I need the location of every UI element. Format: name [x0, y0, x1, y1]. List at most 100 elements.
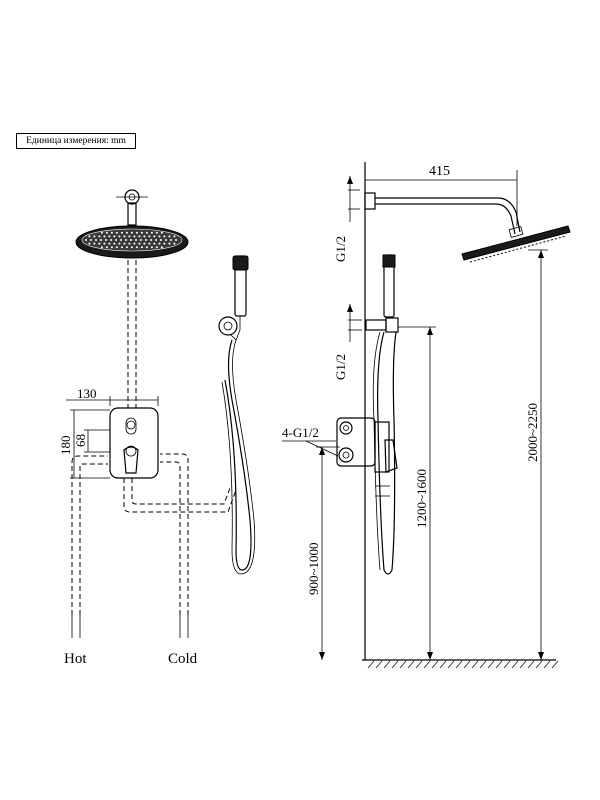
nozzle-dot [133, 242, 136, 245]
hand-shower-front [218, 255, 256, 575]
front-view: 130 180 68 H [58, 189, 256, 667]
hatch-line [471, 660, 479, 669]
nozzle-dot [120, 246, 123, 249]
nozzle-dot [173, 242, 176, 245]
hatch-line [455, 660, 463, 669]
nozzle-dot [140, 246, 143, 249]
hatch-line [431, 660, 439, 669]
nozzle-dot [138, 235, 141, 238]
rain-shower-head-side [461, 225, 571, 263]
nozzle-dot [105, 231, 108, 234]
nozzle-dot [135, 231, 138, 234]
nozzle-dot [130, 246, 133, 249]
hatch-line [511, 660, 519, 669]
shower-pipe-dashed [127, 260, 137, 408]
nozzle-dot [115, 239, 117, 241]
nozzle-dot [85, 239, 87, 241]
nozzle-dot [165, 239, 167, 241]
dim-valve-height-label: 900~1000 [306, 542, 321, 595]
hatch-line [375, 660, 383, 669]
nozzle-dot [145, 246, 148, 249]
nozzle-dot [155, 231, 158, 234]
nozzle-dot [155, 246, 158, 249]
nozzle-dot [125, 246, 128, 249]
nozzle-dot [170, 239, 172, 241]
nozzle-dot [108, 242, 111, 245]
nozzle-dot [163, 235, 166, 238]
dimension-valve-height: 900~1000 [306, 446, 340, 660]
nozzle-dot [173, 235, 176, 238]
hatch-line [399, 660, 407, 669]
nozzle-dot [150, 239, 152, 241]
nozzle-dot [125, 231, 128, 234]
thread-valve-label: 4-G1/2 [282, 425, 319, 440]
nozzle-dot [90, 239, 92, 241]
hatch-line [543, 660, 551, 669]
nozzle-dot [93, 235, 96, 238]
nozzle-dot [138, 242, 141, 245]
nozzle-dot [140, 239, 142, 241]
nozzle-dot [93, 242, 96, 245]
hatch-line [367, 660, 375, 669]
nozzle-dot [123, 235, 126, 238]
hatch-line [503, 660, 511, 669]
hatch-line [391, 660, 399, 669]
nozzle-dot [153, 235, 156, 238]
hatch-line [407, 660, 415, 669]
hatch-line [487, 660, 495, 669]
floor [362, 659, 559, 669]
mixer-valve-front [109, 407, 159, 479]
nozzle-dot [95, 239, 97, 241]
unit-label: Единица измерения: mm [16, 133, 136, 149]
nozzle-dot [100, 239, 102, 241]
thread-mid: G1/2 [333, 304, 362, 380]
dimension-width: 130 [66, 386, 159, 406]
dim-outlet-height-label: 1200~1600 [414, 469, 429, 528]
hatch-line [423, 660, 431, 669]
dimension-outlet-height: 1200~1600 [398, 326, 436, 660]
pipe-ends [71, 615, 189, 638]
thread-top-label: G1/2 [333, 236, 348, 262]
cold-label: Cold [168, 651, 198, 667]
nozzle-dot [128, 242, 131, 245]
nozzle-dot [88, 235, 91, 238]
nozzle-dot [143, 242, 146, 245]
nozzle-dot [155, 239, 157, 241]
nozzle-dot [160, 239, 162, 241]
hatch-line [535, 660, 543, 669]
nozzle-dot [98, 235, 101, 238]
dim-arm-label: 415 [429, 164, 450, 179]
nozzle-dot [135, 239, 137, 241]
ceiling-flange [116, 189, 148, 226]
hot-label: Hot [64, 651, 87, 667]
rain-shower-head-front [75, 225, 189, 259]
shower-arm [364, 192, 521, 235]
nozzle-dot [145, 231, 148, 234]
dim-width-label: 130 [77, 386, 97, 401]
nozzle-dot [105, 246, 108, 249]
nozzle-dot [98, 242, 101, 245]
nozzle-dot [150, 231, 153, 234]
nozzle-dot [175, 239, 177, 241]
dimension-height: 180 68 [58, 409, 110, 479]
floor-hatching [367, 660, 559, 669]
nozzle-dot [113, 242, 116, 245]
handshower-pipe-dashed [123, 478, 237, 513]
nozzle-dot [110, 231, 113, 234]
hatch-line [527, 660, 535, 669]
dim-height-label: 180 [58, 436, 73, 456]
nozzle-dot [113, 235, 116, 238]
nozzle-dot [128, 235, 131, 238]
hot-supply-pipe [71, 455, 108, 615]
nozzle-dot [133, 235, 136, 238]
hatch-line [479, 660, 487, 669]
hatch-line [463, 660, 471, 669]
nozzle-dot [140, 231, 143, 234]
hatch-line [551, 660, 559, 669]
nozzle-dot [118, 242, 121, 245]
nozzle-dot [160, 246, 163, 249]
nozzle-dot [168, 242, 171, 245]
thread-mid-label: G1/2 [333, 354, 348, 380]
nozzle-pattern [85, 231, 177, 249]
